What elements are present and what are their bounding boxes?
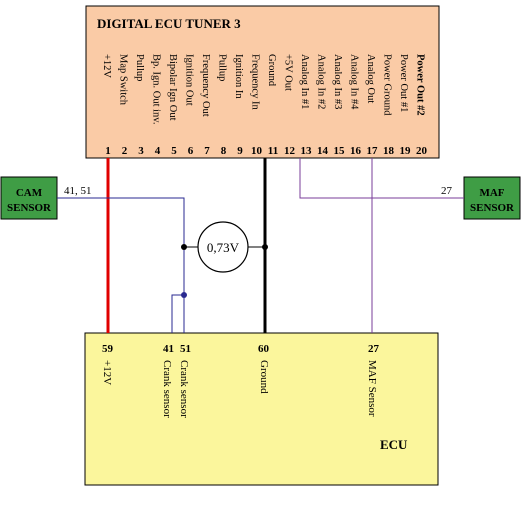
tuner-pin-label: Analog In #1 bbox=[299, 54, 310, 109]
tuner-pin-number: 3 bbox=[138, 145, 144, 157]
tuner-pin-number: 4 bbox=[155, 145, 161, 157]
ecu-pin-41-label: Crank sensor bbox=[161, 360, 173, 418]
tuner-pin-label: Pullup bbox=[217, 54, 228, 81]
tuner-pin-label: Map Switch bbox=[118, 54, 129, 106]
ecu-pin-27-number: 27 bbox=[368, 343, 380, 355]
cam-wire-label: 41, 51 bbox=[64, 185, 92, 197]
ecu-pin-27-label: MAF Sensor bbox=[366, 360, 378, 417]
tuner-pin-number: 5 bbox=[171, 145, 177, 157]
tuner-pin-number: 16 bbox=[350, 145, 362, 157]
voltmeter bbox=[197, 221, 249, 273]
tuner-title: DIGITAL ECU TUNER 3 bbox=[97, 16, 241, 31]
wire-cam-signal bbox=[57, 197, 185, 333]
wire-crank-41 bbox=[171, 294, 184, 333]
tuner-pin-label: Power Out #2 bbox=[415, 54, 426, 116]
tuner-pin-label: Analog In #2 bbox=[316, 54, 327, 109]
tuner-pin-label: Frequency In bbox=[250, 54, 261, 110]
ecu-pin-59-label: +12V bbox=[101, 360, 113, 385]
tuner-pin-number: 15 bbox=[334, 145, 346, 157]
ecu-pin-60-label: Ground bbox=[258, 360, 270, 394]
ecu-pin-60-number: 60 bbox=[258, 343, 270, 355]
maf-sensor-label-line1: MAF bbox=[479, 187, 504, 199]
tuner-pin-label: Power Ground bbox=[382, 54, 393, 116]
tuner-pin-number: 2 bbox=[122, 145, 128, 157]
tuner-box bbox=[85, 5, 440, 159]
tuner-pin-label: Bipolar Ign Out bbox=[167, 54, 178, 121]
tuner-pin-number: 20 bbox=[416, 145, 428, 157]
maf-wire-label: 27 bbox=[441, 185, 453, 197]
ecu-pin-51-number: 51 bbox=[180, 343, 191, 355]
maf-sensor-box bbox=[463, 176, 521, 220]
tuner-pin-label: Power Out #1 bbox=[398, 54, 409, 112]
tuner-pin-label: +5V Out bbox=[283, 54, 294, 91]
tuner-pin-number: 9 bbox=[237, 145, 243, 157]
tuner-pin-number: 14 bbox=[317, 145, 329, 157]
tuner-pin-label: Bp. Ign. Out inv. bbox=[151, 54, 162, 125]
tuner-pin-label: Ignition Out bbox=[184, 54, 195, 106]
tuner-pin-number: 10 bbox=[251, 145, 263, 157]
tuner-pin-number: 11 bbox=[268, 145, 278, 157]
tuner-pin-label: +12V bbox=[101, 54, 112, 78]
cam-sensor-label-line1: CAM bbox=[16, 187, 43, 199]
ecu-pin-41-number: 41 bbox=[163, 343, 174, 355]
cam-sensor-label-line2: SENSOR bbox=[7, 202, 52, 214]
tuner-pin-number: 13 bbox=[301, 145, 313, 157]
maf-sensor-label-line2: SENSOR bbox=[470, 202, 515, 214]
tuner-pin-number: 19 bbox=[400, 145, 412, 157]
ecu-pin-51-label: Crank sensor bbox=[178, 360, 190, 418]
ecu-box bbox=[84, 332, 439, 486]
wire-maf-input bbox=[299, 158, 464, 199]
ecu-title: ECU bbox=[380, 437, 408, 452]
tuner-pin-label: Analog In #4 bbox=[349, 54, 360, 110]
tuner-pin-label: Pullup bbox=[134, 54, 145, 81]
tuner-pin-label: Frequency Out bbox=[200, 54, 211, 117]
tuner-pin-number: 7 bbox=[204, 145, 210, 157]
tuner-pin-number: 8 bbox=[221, 145, 227, 157]
tuner-pin-number: 1 bbox=[105, 145, 111, 157]
tuner-pin-label: Ignition In bbox=[233, 54, 244, 99]
tuner-pin-label: Ground bbox=[266, 54, 277, 87]
ecu-pin-59-number: 59 bbox=[102, 343, 114, 355]
junction-dot-crank bbox=[181, 292, 187, 298]
tuner-pin-list: 1 +12V 2 Map Switch 3 Pullup 4 Bp. Ign. Out inv… bbox=[101, 54, 428, 157]
tuner-pin-number: 6 bbox=[188, 145, 194, 157]
voltmeter-reading: 0,73V bbox=[207, 240, 240, 255]
tuner-pin-number: 17 bbox=[367, 145, 379, 157]
junction-dot-ground bbox=[262, 244, 268, 250]
tuner-pin-number: 12 bbox=[284, 145, 296, 157]
cam-sensor-box bbox=[0, 176, 58, 220]
tuner-pin-number: 18 bbox=[383, 145, 395, 157]
junction-dot-signal bbox=[181, 244, 187, 250]
tuner-pin-label: Analog Out bbox=[365, 54, 376, 103]
tuner-pin-label: Analog In #3 bbox=[332, 54, 343, 109]
